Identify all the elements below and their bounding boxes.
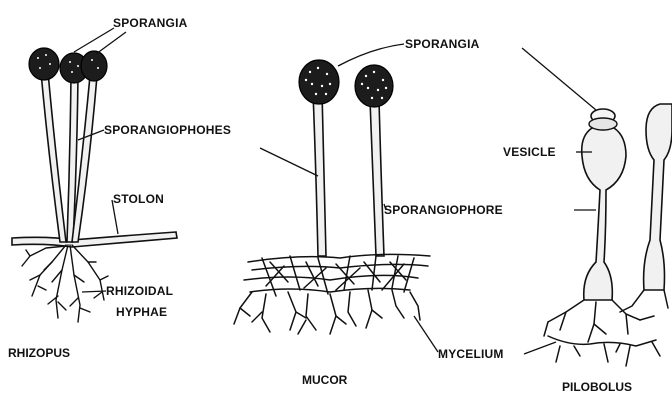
rhizopus-drawing <box>12 28 177 322</box>
label-pilobolus: PILOBOLUS <box>562 380 632 394</box>
rhizopus-sporangium-1 <box>29 48 59 80</box>
pilobolus-vesicle-rim <box>589 118 617 130</box>
label-sporangiophores: SPORANGIOPHOHES <box>104 123 231 137</box>
mucor-mycelium <box>234 254 430 334</box>
rhizopus-sporangia-leader-2 <box>96 32 126 54</box>
pilobolus-drawing <box>522 48 672 366</box>
label-stolon: STOLON <box>113 192 164 206</box>
mucor-sporangiophores-leader <box>260 148 318 176</box>
rhizopus-sporangium-3 <box>81 51 107 81</box>
rhizopus-stolon <box>12 232 177 247</box>
mucor-sporangia-leader <box>338 44 404 66</box>
pilobolus-sporangia-leader <box>522 48 596 110</box>
label-vesicle: VESICLE <box>503 145 556 159</box>
label-sporangia-right: SPORANGIA <box>405 37 480 51</box>
label-mucor: MUCOR <box>302 373 348 387</box>
pilobolus-mycelium-leader <box>524 342 556 354</box>
rhizopus-sporangia-leader-1 <box>74 28 114 52</box>
pilobolus-mycelium <box>544 290 668 366</box>
rhizopus-sporangiophore-1 <box>41 72 66 242</box>
label-sporangia-left: SPORANGIA <box>113 16 188 30</box>
mucor-drawing <box>234 44 438 352</box>
label-sporangiophore: SPORANGIOPHORE <box>384 203 503 217</box>
label-mycelium: MYCELIUM <box>438 347 504 361</box>
rhizopus-rhizoids <box>22 245 108 322</box>
pilobolus-sporangiophore-1 <box>582 128 626 300</box>
label-hyphae: HYPHAE <box>116 305 167 319</box>
pilobolus-sporangiophore-2 <box>644 104 672 290</box>
label-rhizoidal: RHIZOIDAL <box>106 284 173 298</box>
mucor-mycelium-leader <box>414 316 438 352</box>
label-rhizopus: RHIZOPUS <box>8 346 70 360</box>
mucor-sporangiophore-2 <box>370 100 384 256</box>
mucor-sporangium-1 <box>299 60 339 104</box>
